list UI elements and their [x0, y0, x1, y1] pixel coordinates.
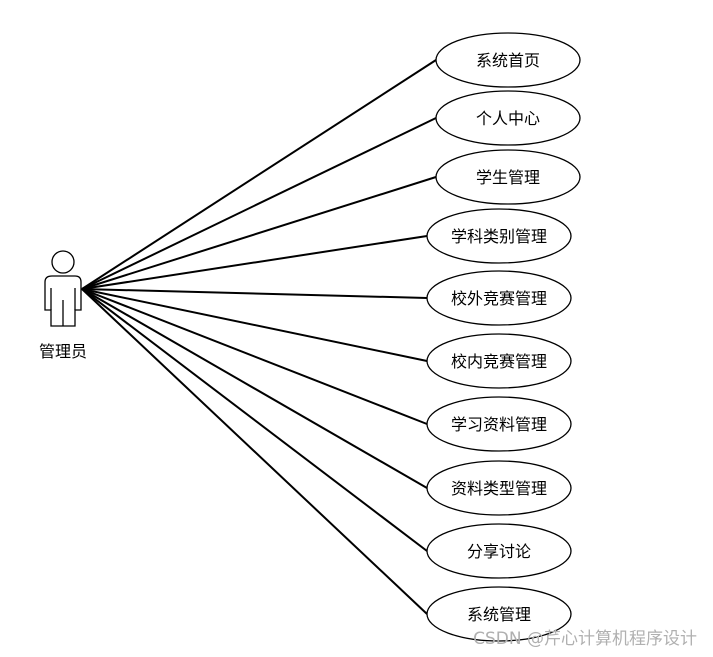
- use-case-ellipse: [426, 270, 572, 326]
- use-case-label: 校外竞赛管理: [451, 289, 547, 308]
- association-line: [81, 176, 437, 290]
- use-case-label: 资料类型管理: [451, 479, 547, 498]
- use-case-ellipse: [426, 208, 572, 264]
- association-line: [81, 288, 428, 552]
- actor-label: 管理员: [39, 342, 87, 361]
- association-line: [81, 288, 428, 489]
- association-line: [81, 288, 428, 299]
- use-case-label: 学习资料管理: [451, 415, 547, 434]
- use-case[interactable]: 校内竞赛管理: [426, 333, 572, 389]
- use-case-ellipse: [426, 396, 572, 452]
- use-case-ellipse: [426, 460, 572, 516]
- association-line: [81, 288, 428, 425]
- use-cases: 系统首页个人中心学生管理学科类别管理校外竞赛管理校内竞赛管理学习资料管理资料类型…: [426, 32, 581, 642]
- association-line: [81, 288, 428, 362]
- use-case-ellipse: [426, 333, 572, 389]
- association-line: [81, 117, 437, 290]
- use-case[interactable]: 分享讨论: [426, 523, 572, 579]
- association-line: [81, 288, 428, 615]
- use-case[interactable]: 校外竞赛管理: [426, 270, 572, 326]
- use-case[interactable]: 学习资料管理: [426, 396, 572, 452]
- use-case-ellipse: [435, 90, 581, 146]
- use-case-ellipse: [426, 586, 572, 642]
- association-line: [81, 235, 428, 290]
- use-case-label: 校内竞赛管理: [451, 352, 547, 371]
- use-case-label: 学生管理: [476, 168, 540, 187]
- use-case-ellipse: [426, 523, 572, 579]
- use-case-ellipse: [435, 32, 581, 88]
- use-case-ellipse: [435, 149, 581, 205]
- use-case-label: 系统首页: [476, 51, 540, 70]
- use-case[interactable]: 系统管理: [426, 586, 572, 642]
- use-case[interactable]: 学生管理: [435, 149, 581, 205]
- use-case-label: 分享讨论: [467, 542, 531, 561]
- use-case-label: 个人中心: [476, 109, 540, 128]
- use-case[interactable]: 资料类型管理: [426, 460, 572, 516]
- use-case[interactable]: 学科类别管理: [426, 208, 572, 264]
- use-case[interactable]: 个人中心: [435, 90, 581, 146]
- use-case[interactable]: 系统首页: [435, 32, 581, 88]
- association-line: [81, 59, 437, 290]
- watermark: CSDN @芹心计算机程序设计: [473, 629, 697, 649]
- actor-admin[interactable]: [44, 250, 82, 327]
- actor-head: [51, 250, 75, 274]
- use-case-label: 学科类别管理: [451, 227, 547, 246]
- use-case-label: 系统管理: [467, 605, 531, 624]
- association-lines: [81, 59, 437, 615]
